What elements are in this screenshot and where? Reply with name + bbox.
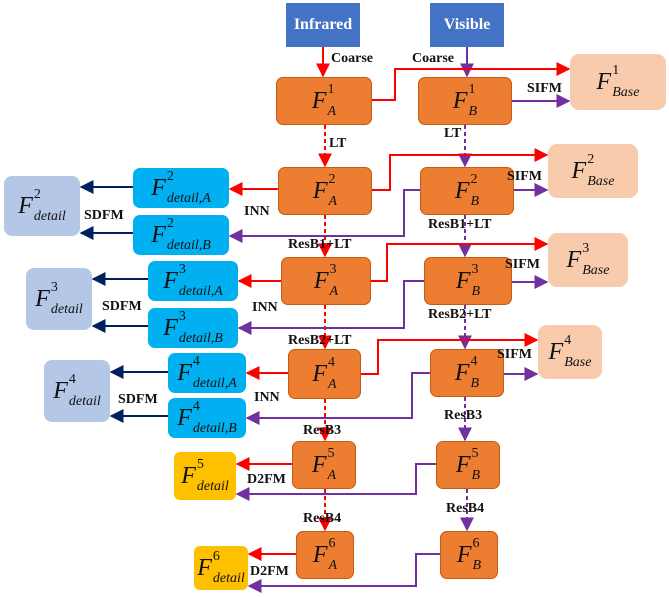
- sifm-label-2: SIFM: [507, 169, 542, 184]
- inn-label-2: INN: [244, 204, 270, 219]
- arrow-b3-to-detail-b3: [237, 280, 424, 335]
- arrow-b4-to-detail-b4: [245, 372, 430, 425]
- visible-input: Visible: [430, 3, 504, 47]
- resb3-label-visible: ResB3: [444, 408, 483, 423]
- sifm-label-4: SIFM: [497, 347, 532, 362]
- sifm-label-1: SIFM: [527, 81, 562, 96]
- arrow-a3-to-base3: [371, 237, 549, 282]
- resb1-lt-label-visible: ResB1+LT: [428, 217, 492, 232]
- arrow-b5-to-deep5: [235, 463, 436, 501]
- coarse-label-visible: Coarse: [412, 51, 454, 66]
- sdfm-label-4: SDFM: [118, 392, 158, 407]
- lt-label-infrared: LT: [329, 136, 347, 151]
- arrow-b6-to-deep6: [247, 553, 440, 593]
- sdfm-label-2: SDFM: [84, 208, 124, 223]
- resb3-label-infrared: ResB3: [303, 423, 342, 438]
- d2fm-label-5: D2FM: [247, 472, 286, 487]
- resb2-lt-label-visible: ResB2+LT: [428, 307, 492, 322]
- infrared-input: Infrared: [286, 3, 360, 47]
- resb2-lt-label-infrared: ResB2+LT: [288, 333, 352, 348]
- resb4-label-visible: ResB4: [446, 501, 485, 516]
- arrow-a4-to-base4: [361, 333, 539, 375]
- resb1-lt-label-infrared: ResB1+LT: [288, 237, 352, 252]
- arrow-a2-to-base2: [372, 148, 549, 191]
- d2fm-label-6: D2FM: [250, 564, 289, 579]
- sifm-label-3: SIFM: [505, 257, 540, 272]
- arrow-b2-to-detail-b2: [228, 189, 420, 243]
- arrow-a1-to-base1: [372, 62, 571, 101]
- coarse-label-infrared: Coarse: [331, 51, 373, 66]
- sdfm-label-3: SDFM: [102, 299, 142, 314]
- inn-label-3: INN: [252, 300, 278, 315]
- lt-label-visible: LT: [444, 126, 462, 141]
- inn-label-4: INN: [254, 390, 280, 405]
- resb4-label-infrared: ResB4: [303, 511, 342, 526]
